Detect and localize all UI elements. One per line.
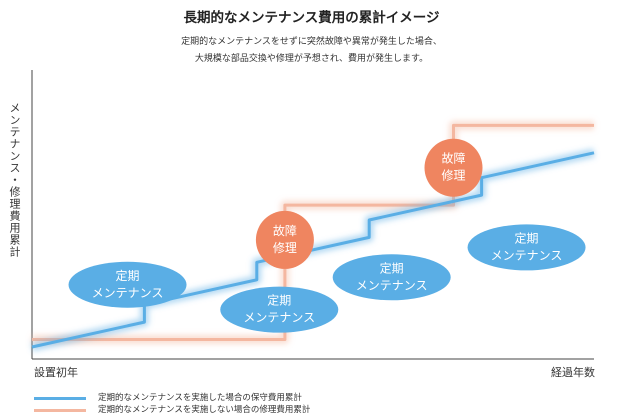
bubble-label-2-0: 定期: [380, 260, 404, 275]
bubble-shape-3: [467, 224, 586, 271]
legend-label-maintenance: 定期的なメンテナンスを実施した場合の保守費用累計: [98, 393, 302, 403]
series-line-1: [32, 123, 594, 341]
legend-item-repair: 定期的なメンテナンスを実施しない場合の修理費用累計: [34, 404, 310, 416]
series-line-0: [31, 151, 595, 349]
chart-subtitle: 定期的なメンテナンスをせずに突然故障や異常が発生した場合、 大規模な部品交換や修…: [0, 34, 623, 68]
y-axis-label: メンテナンス・修理費用累計: [8, 102, 21, 258]
series-layer: [31, 120, 595, 352]
bubble-label-4-0: 故障: [273, 223, 297, 238]
bubble-shape-2: [332, 254, 451, 301]
subtitle-line-1: 定期的なメンテナンスをせずに突然故障や異常が発生した場合、: [181, 37, 442, 47]
subtitle-line-2: 大規模な部品交換や修理が予想され、費用が発生します。: [194, 54, 429, 64]
bubble-label-0-0: 定期: [116, 268, 140, 283]
legend-swatch-repair: [34, 409, 86, 412]
legend-label-repair: 定期的なメンテナンスを実施しない場合の修理費用累計: [98, 405, 311, 415]
bubble-label-3-0: 定期: [515, 230, 539, 245]
bubble-shape-0: [68, 261, 187, 308]
bubble-shape-1: [220, 286, 339, 333]
bubble-label-4-1: 修理: [273, 240, 297, 255]
x-axis-start-label: 設置初年: [34, 366, 78, 379]
bubble-label-0-1: メンテナンス: [92, 286, 164, 300]
bubble-label-1-0: 定期: [267, 293, 291, 308]
bubble-label-5-1: 修理: [441, 168, 465, 183]
bubble-label-2-1: メンテナンス: [356, 278, 428, 292]
legend-item-maintenance: 定期的なメンテナンスを実施した場合の保守費用累計: [34, 392, 310, 404]
legend: 定期的なメンテナンスを実施した場合の保守費用累計 定期的なメンテナンスを実施しな…: [34, 392, 310, 416]
bubble-label-5-0: 故障: [441, 151, 465, 166]
bubble-shape-5: [424, 138, 483, 197]
x-axis-end-label: 経過年数: [551, 366, 595, 379]
bubble-shape-4: [255, 210, 314, 269]
legend-swatch-maintenance: [34, 397, 86, 400]
bubble-label-3-1: メンテナンス: [491, 248, 563, 262]
bubble-label-1-1: メンテナンス: [243, 311, 315, 325]
chart-title: 長期的なメンテナンス費用の累計イメージ: [183, 10, 440, 26]
